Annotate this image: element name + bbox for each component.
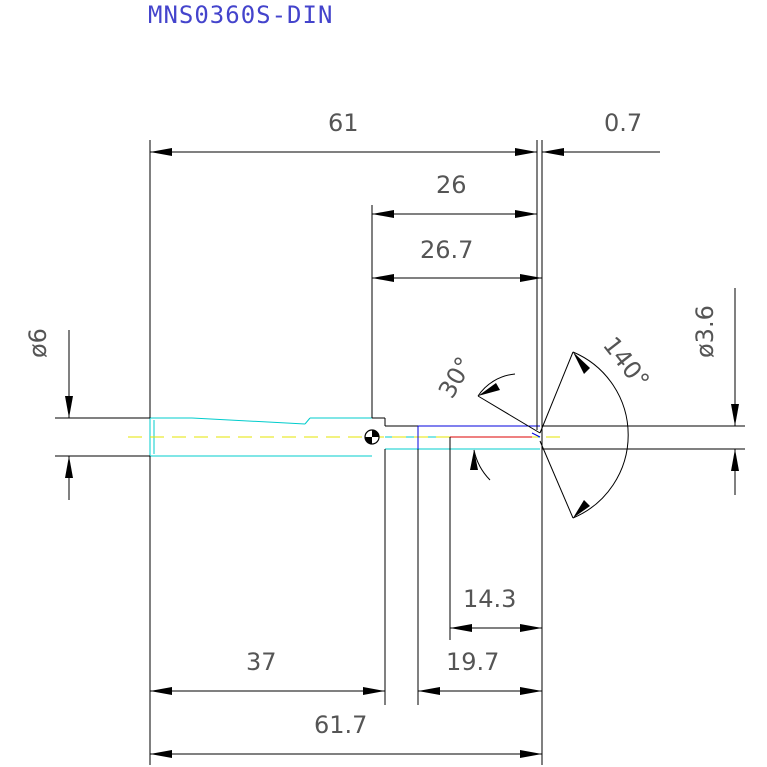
dim-tip-angle-label: 140°: [597, 331, 655, 394]
dim-shank-dia: [65, 330, 73, 500]
dim-61: [150, 148, 537, 156]
dim-26-7-label: 26.7: [420, 236, 473, 264]
dim-14-3-label: 14.3: [463, 585, 516, 613]
neck-outline: [372, 417, 541, 449]
dim-chamfer-angle-label: 30°: [433, 352, 479, 403]
dim-61-7-label: 61.7: [314, 711, 367, 739]
dim-37: [150, 687, 385, 695]
reference-point-symbol: [364, 429, 380, 445]
tool-outline: [149, 417, 540, 457]
dim-26: [372, 210, 537, 218]
dim-tip-dia: [731, 288, 739, 495]
dim-19-7: [418, 687, 542, 695]
dim-19-7-label: 19.7: [446, 648, 499, 676]
dim-shank-dia-label: ø6: [24, 328, 52, 358]
dim-26-7: [372, 274, 542, 282]
drawing-title: MNS0360S-DIN: [148, 1, 333, 29]
dim-0-7: [542, 148, 564, 156]
dim-61-label: 61: [328, 109, 359, 137]
dim-chamfer-angle: [470, 373, 541, 481]
dim-26-label: 26: [436, 171, 467, 199]
extension-lines: [55, 140, 745, 765]
dim-14-3: [450, 624, 542, 632]
dim-37-label: 37: [246, 648, 277, 676]
dim-tip-dia-label: ø3.6: [691, 305, 719, 358]
dim-tip-angle: [539, 351, 629, 519]
dim-0-7-label: 0.7: [604, 109, 642, 137]
dim-61-7: [150, 750, 542, 758]
